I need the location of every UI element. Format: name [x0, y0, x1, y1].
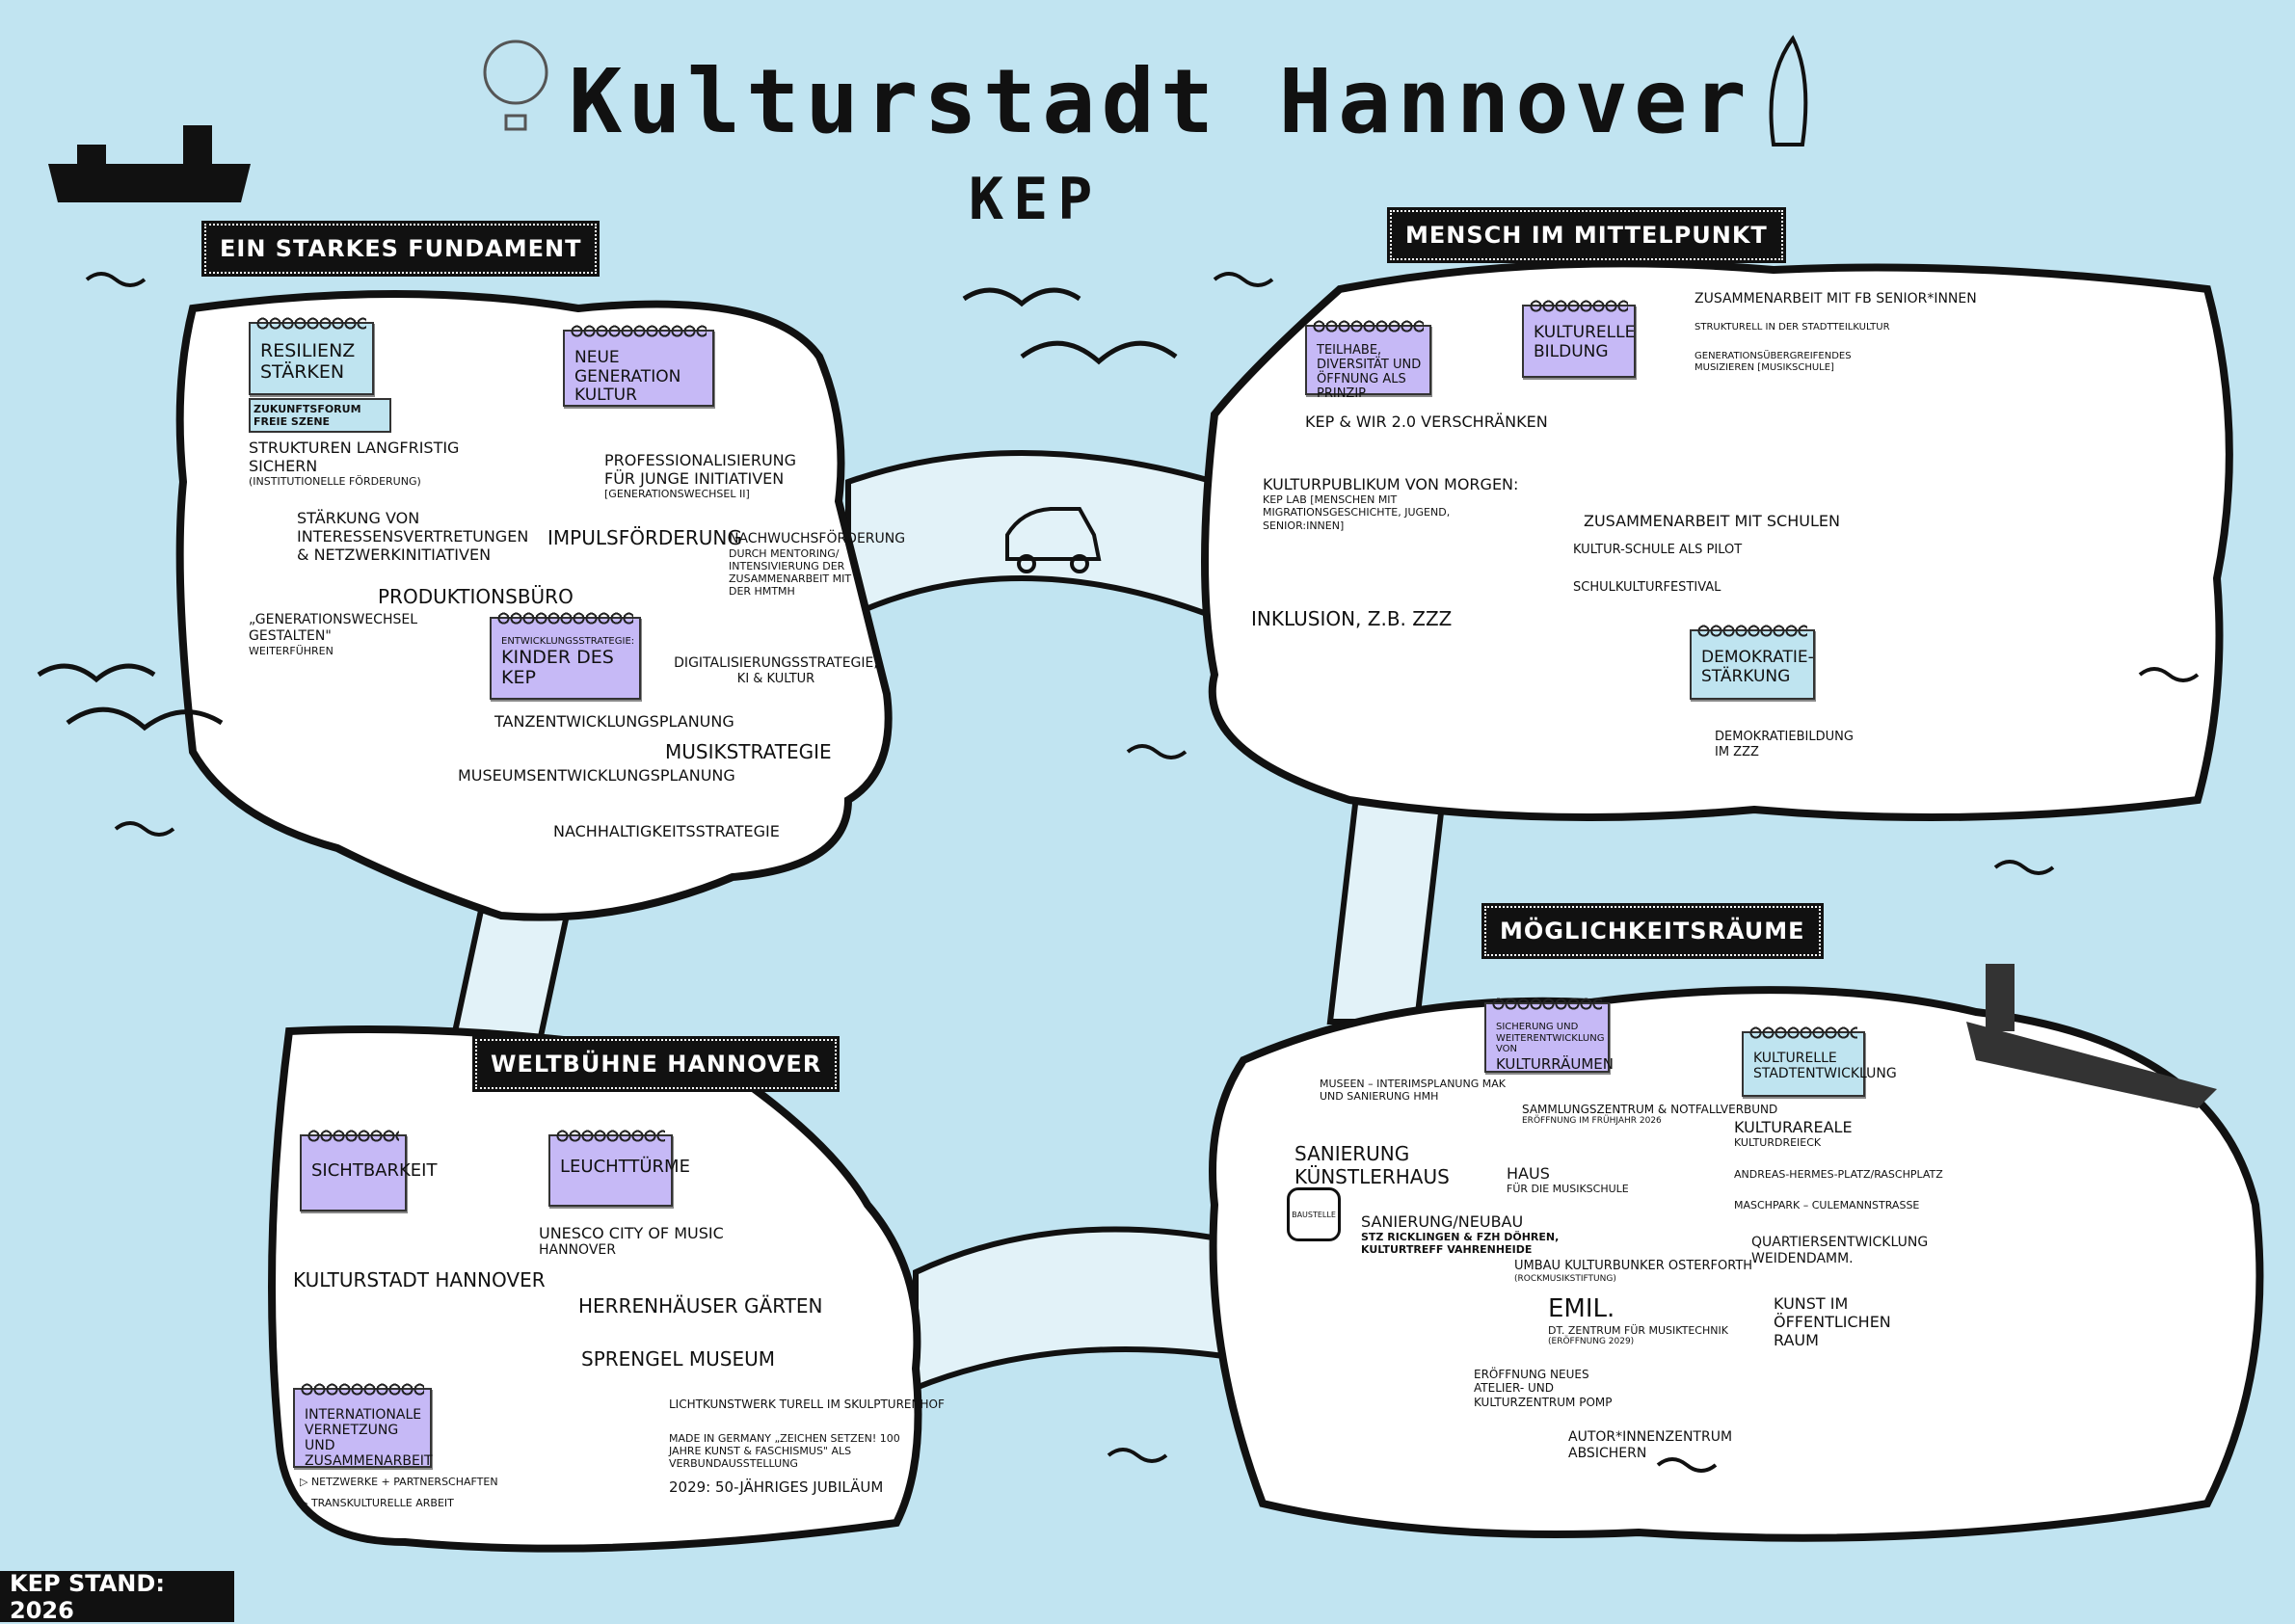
- note-impulsfoerderung: Impulsförderung: [547, 526, 742, 549]
- card-kulturraeume: Sicherung und Weiterentwicklung von Kult…: [1484, 995, 1614, 1073]
- rocket-icon: [1769, 35, 1808, 146]
- note-digitalisierung: Digitalisierungsstrategie,KI & Kultur: [674, 655, 878, 686]
- note-sammlungszentrum: Sammlungszentrum & NotfallverbundEröffnu…: [1522, 1103, 1778, 1127]
- card-demokratie: Demokratie-stärkung: [1690, 622, 1815, 700]
- card-leuchttuerme: Leuchttürme: [548, 1127, 690, 1207]
- bridge-left: [449, 903, 573, 1044]
- card-stadtentwicklung: Kulturelle Stadtentwicklung: [1742, 1024, 1897, 1097]
- note-kuenstlerhaus: Sanierung Künstlerhaus: [1294, 1142, 1450, 1188]
- hot-air-balloon-icon: [483, 40, 548, 131]
- note-netzwerke: ▷ Netzwerke + Partnerschaften: [300, 1476, 498, 1488]
- construction-sign: Baustelle: [1287, 1187, 1341, 1241]
- island-moeglichkeit: [1209, 986, 2264, 1542]
- bridge-bottom: [913, 1226, 1246, 1393]
- card-neue-generation: Neue Generation Kultur: [563, 322, 714, 407]
- note-inklusion: Inklusion, z.B. ZZZ: [1251, 607, 1453, 630]
- card-kinder-title: Kinder des KEP: [501, 646, 614, 689]
- card-internationale: Internationale Vernetzung und Zusammenar…: [293, 1380, 432, 1469]
- note-staerkung: Stärkung von Interessensvertretungen & N…: [297, 509, 529, 565]
- note-museen: Museen – Interimsplanung MAK und Sanieru…: [1320, 1078, 1506, 1104]
- banner-weltbuehne: Weltbühne Hannover: [471, 1036, 841, 1092]
- banner-mensch: Mensch im Mittelpunkt: [1387, 207, 1786, 263]
- note-kunst-raum: Kunst im öffentlichen Raum: [1774, 1294, 1891, 1350]
- note-kep-wir: KEP & WIR 2.0 verschränken: [1305, 413, 1548, 431]
- island-fundament: [175, 290, 893, 921]
- card-kulturelle-bildung: Kulturelle Bildung: [1522, 297, 1636, 378]
- note-schulen: Zusammenarbeit mit Schulen: [1584, 512, 1840, 530]
- note-museum: Museumsentwicklungsplanung: [458, 766, 735, 785]
- note-demokratiebildung: Demokratiebildung im ZZZ: [1715, 730, 1854, 759]
- note-generationsuebergreifend: Generationsübergreifendes Musizieren [Mu…: [1695, 351, 1852, 373]
- note-produktionsbuero: Produktionsbüro: [378, 585, 574, 608]
- note-emil: EMIL.Dt. Zentrum für Musiktechnik(Eröffn…: [1548, 1294, 1728, 1347]
- ship-icon: [48, 125, 251, 202]
- note-herrenhaeuser: Herrenhäuser Gärten: [578, 1294, 823, 1318]
- note-unesco: UNESCO City of MusicHannover: [539, 1224, 724, 1259]
- note-nachhaltigkeit: Nachhaltigkeitsstrategie: [553, 822, 780, 840]
- banner-fundament: Ein starkes Fundament: [200, 221, 600, 277]
- note-generationswechsel: „Generationswechsel gestalten"weiterführ…: [249, 612, 417, 657]
- note-strukturell: Strukturell in der Stadtteilkultur: [1695, 322, 1890, 333]
- note-schulkulturfestival: Schulkulturfestival: [1573, 580, 1721, 595]
- note-tanz: Tanzentwicklungsplanung: [494, 712, 734, 731]
- card-resilienz: Resilienz stärken: [249, 314, 374, 395]
- note-kulturbunker: Umbau Kulturbunker Osterforth(Rockmusiks…: [1514, 1259, 1753, 1284]
- page-subtitle: KEP: [969, 166, 1103, 233]
- note-sanierung-neubau: Sanierung/NeubauSTZ Ricklingen & FZH Döh…: [1361, 1212, 1560, 1257]
- note-lichtkunstwerk: Lichtkunstwerk Turell im Skulpturenhof: [669, 1398, 945, 1411]
- card-kulturraeume-title: Kulturräumen: [1496, 1054, 1614, 1073]
- note-pomp: Eröffnung neues Atelier- und Kulturzentr…: [1474, 1368, 1613, 1409]
- note-kulturareale: Kulturareale Kulturdreieck Andreas-Herme…: [1734, 1118, 1943, 1211]
- note-nachwuchs: Nachwuchsförderungdurch Mentoring/ Inten…: [729, 531, 906, 599]
- wave-icons: [85, 272, 2200, 1473]
- note-strukturen: Strukturen langfristig sichern(instituti…: [249, 439, 460, 489]
- note-quartier: Quartiersentwicklung Weidendamm.: [1751, 1235, 1929, 1266]
- card-kinder-label: Entwicklungsstrategie:: [501, 636, 635, 647]
- page-title: Kulturstadt Hannover: [569, 50, 1752, 153]
- note-kulturstadt: Kulturstadt Hannover: [293, 1268, 546, 1291]
- note-senioren: Zusammenarbeit mit FB Senior*innen: [1695, 291, 1977, 306]
- island-mensch: [1201, 259, 2233, 821]
- note-transkulturell: ▷ Transkulturelle Arbeit: [300, 1497, 454, 1509]
- note-musikstrategie: Musikstrategie: [665, 740, 832, 763]
- seagull-icons: [37, 287, 1178, 732]
- note-jubilaeum: 2029: 50-jähriges Jubiläum: [669, 1478, 884, 1496]
- card-kinder-des-kep: Entwicklungsstrategie: Kinder des KEP: [490, 609, 641, 700]
- note-professionalisierung: Professionalisierung für junge Initiativ…: [604, 451, 797, 501]
- note-autorinnenzentrum: Autor*innenzentrum absichern: [1568, 1429, 1733, 1461]
- card-teilhabe: Teilhabe, Diversität und Öffnung als Pri…: [1305, 317, 1431, 401]
- banner-moeglichkeit: Möglichkeitsräume: [1481, 903, 1824, 959]
- car-icon: [1005, 507, 1102, 573]
- note-kulturpublikum: Kulturpublikum von morgen:KEP LAB [Mensc…: [1263, 475, 1519, 532]
- label-zukunftsforum: Zukunftsforum Freie Szene: [249, 398, 391, 433]
- note-kultur-schule: Kultur-Schule als Pilot: [1573, 543, 1743, 557]
- note-sprengel: Sprengel Museum: [581, 1347, 776, 1371]
- note-made-in-germany: Made in Germany „Zeichen setzen! 100 Jah…: [669, 1432, 900, 1471]
- kep-stand-label: KEP STAND: 2026: [0, 1570, 234, 1624]
- note-haus-musikschule: Hausfür die Musikschule: [1507, 1164, 1629, 1196]
- cargo-ship-icon: [1966, 964, 2217, 1108]
- card-kulturraeume-label: Sicherung und Weiterentwicklung von: [1496, 1022, 1605, 1054]
- card-sichtbarkeit: Sichtbarkeit: [300, 1127, 437, 1211]
